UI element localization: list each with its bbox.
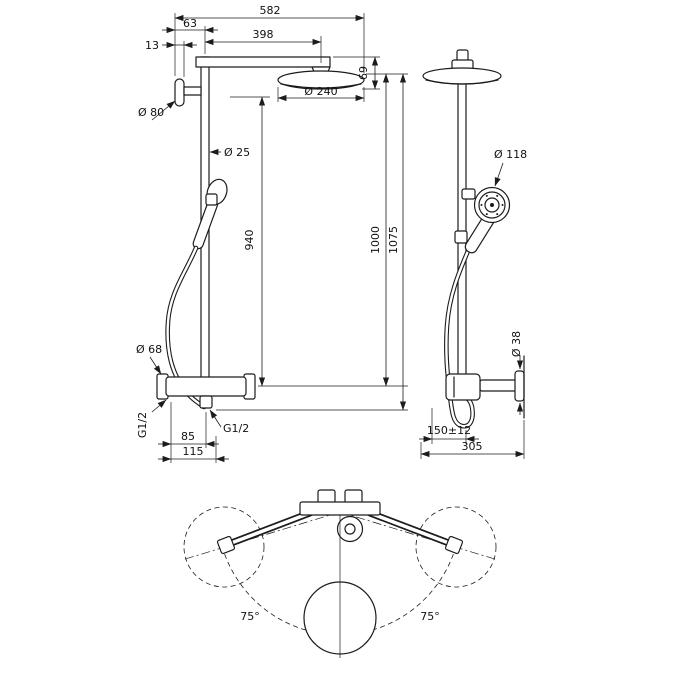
dim-dia-80: Ø 80 [138,100,176,121]
dim-wall-clearance-label: 150±12 [427,424,471,437]
dim-wall-bracket-dia-label: Ø 80 [138,106,164,119]
swivel-view: 75° 75° [181,489,499,658]
dim-thread-left: G1/2 [136,399,167,438]
center-assembly [299,489,381,543]
overhead-rim-side [425,79,499,85]
dim-wall-to-pipe-label: 63 [183,17,197,30]
left-centerline [181,511,341,561]
right-centerline [339,511,499,561]
dim-overall-width-label: 582 [260,4,281,17]
dim-69: 69 [333,56,380,90]
dim-63: 63 [162,17,218,34]
shower-hose-side-core [445,249,474,428]
center-circle-inner [344,523,356,535]
left-union [216,535,236,555]
dim-dia-25: Ø 25 [209,146,250,159]
shower-arm [195,56,331,68]
dim-thread-right: G1/2 [209,409,249,435]
dim-overhead-dia-label: Ø 240 [304,85,337,98]
dim-1075: 1075 [216,73,408,411]
slider-clamp [454,230,468,244]
center-bar [299,501,381,516]
right-arm-core [368,511,456,547]
shower-hose-core [166,246,206,409]
dim-150: 150±12 [419,408,479,444]
overhead-shower-rim [280,83,362,89]
valve-body [165,376,247,397]
dim-13: 13 [145,39,197,77]
dim-582: 582 [174,4,365,76]
hand-shower-face-dot [490,203,494,207]
dim-escutcheon-dia-label: Ø 38 [510,331,523,357]
center-block-right [344,489,363,504]
front-view: 582 398 63 13 Ø 80 [136,4,408,463]
dim-115: 115 [158,436,229,463]
dim-arm-length-label: 398 [253,28,274,41]
left-arm-core [224,511,312,547]
wall-union-pipe [479,379,518,392]
dim-total-height-label: 1075 [387,226,400,254]
dim-dia-68: Ø 68 [136,343,162,375]
dim-thread-left-label: G1/2 [136,412,149,438]
dim-pipe-dia-label: Ø 25 [224,146,250,159]
hand-shower-side [454,186,511,254]
dim-swivel-left-label: 75° [240,610,260,623]
side-view: Ø 118 Ø 38 150±12 305 [419,49,527,459]
dim-85: 85 [158,402,219,463]
dim-swivel-right-label: 75° [420,610,440,623]
valve-side [445,355,525,419]
thermostat-valve [156,373,256,409]
dim-dia-240: Ø 240 [277,85,365,102]
dim-outlet-span-label: 115 [183,445,204,458]
dim-dia-118: Ø 118 [494,148,527,187]
wall-escutcheon [514,370,525,402]
dim-valve-dia-label: Ø 68 [136,343,162,356]
spray-nozzles [480,194,504,216]
dim-handshower-dia-label: Ø 118 [494,148,527,161]
overhead-shower [277,70,365,90]
dim-dia-38: Ø 38 [510,331,524,415]
valve-outlet [199,395,213,409]
valve-body-side [445,373,481,401]
wall-bracket [174,78,185,107]
dim-thread-right-label: G1/2 [223,422,249,435]
dim-head-drop-label: 69 [357,66,370,80]
right-swivel-circle [415,506,497,588]
dim-outlet-offset-label: 85 [181,430,195,443]
holder-side [461,188,476,200]
center-block-left [317,489,336,504]
dim-valve-height-label: 1000 [369,226,382,254]
dim-pipe-height-label: 940 [243,230,256,251]
dim-1000: 1000 [366,73,408,387]
hand-shower-holder [205,193,218,206]
left-swivel-circle [183,506,265,588]
dim-bracket-offset-label: 13 [145,39,159,52]
dim-overall-depth-label: 305 [462,440,483,453]
dim-305: 305 [420,420,525,459]
right-union [444,535,464,555]
wall-bracket-arm [183,86,202,96]
